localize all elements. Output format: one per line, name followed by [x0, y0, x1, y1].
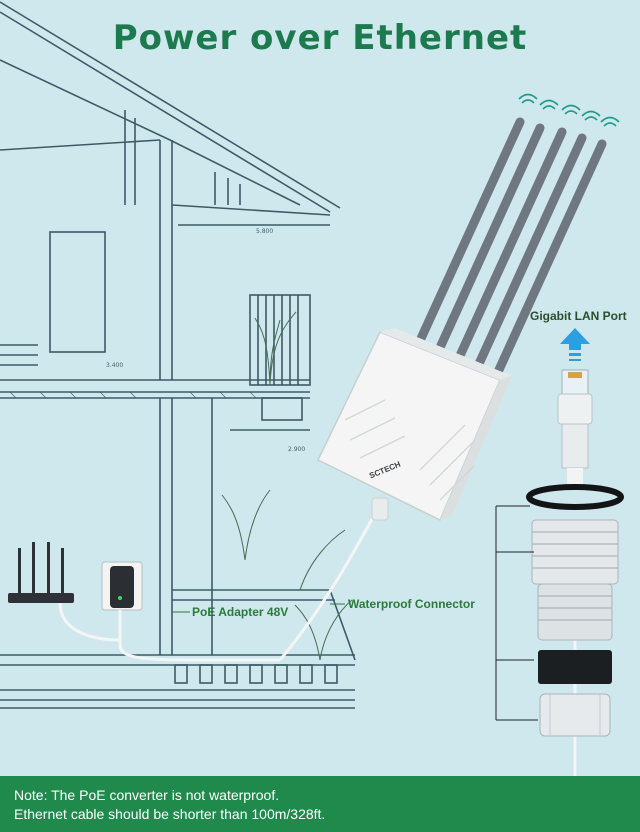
gigabit-lan-port-label: Gigabit LAN Port: [530, 309, 627, 323]
note-bar: Note: The PoE converter is not waterproo…: [0, 776, 640, 832]
antennas: [413, 117, 607, 377]
upload-arrow-icon: [560, 328, 590, 361]
rj45-connector: [557, 369, 593, 490]
dimension-label: 3.400: [106, 362, 124, 369]
poe-adapter-device: [101, 561, 143, 611]
dimension-label: 2.900: [288, 446, 306, 453]
page-title: Power over Ethernet: [112, 18, 528, 58]
waterproof-connector-label: Waterproof Connector: [348, 597, 475, 611]
wifi-router: [8, 542, 74, 603]
note-line-2: Ethernet cable should be shorter than 10…: [14, 806, 326, 822]
waterproof-gland: [526, 484, 624, 737]
poe-adapter-label: PoE Adapter 48V: [192, 605, 289, 619]
dimension-label: 5.800: [256, 228, 274, 235]
outdoor-access-point: [317, 328, 512, 522]
note-line-1: Note: The PoE converter is not waterproo…: [14, 787, 280, 803]
